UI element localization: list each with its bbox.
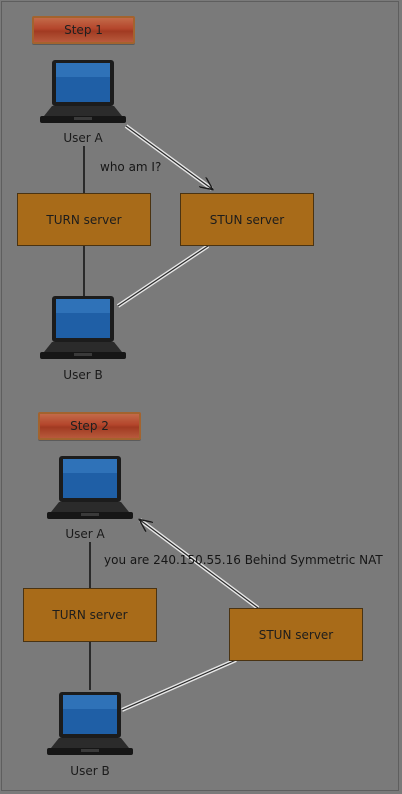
turn-server-label-step1: TURN server bbox=[46, 212, 122, 227]
stun-server-label-step2: STUN server bbox=[258, 627, 334, 642]
arrow-stun-to-usera-step2 bbox=[140, 518, 260, 610]
user-a-label-step2: User A bbox=[65, 527, 105, 541]
link-stun-userb-step1 bbox=[116, 244, 210, 308]
user-a-label-step1: User A bbox=[63, 131, 103, 145]
step2-title: Step 2 bbox=[70, 419, 109, 433]
who-am-i-message: who am I? bbox=[100, 160, 162, 174]
laptop-icon bbox=[45, 690, 135, 758]
laptop-icon bbox=[38, 294, 128, 362]
turn-server-step1: TURN server bbox=[17, 193, 151, 246]
arrow-usera-to-stun-step1 bbox=[124, 124, 212, 191]
step2-badge: Step 2 bbox=[38, 412, 141, 440]
nat-result-message: you are 240.150.55.16 Behind Symmetric N… bbox=[104, 553, 383, 567]
turn-server-label-step2: TURN server bbox=[52, 608, 128, 622]
step1-title: Step 1 bbox=[64, 23, 103, 37]
laptop-icon bbox=[45, 454, 135, 522]
user-b-label-step1: User B bbox=[63, 368, 103, 382]
user-b-label-step2: User B bbox=[70, 764, 110, 778]
stun-server-label-step1: STUN server bbox=[209, 212, 285, 227]
link-stun-userb-step2 bbox=[121, 658, 237, 712]
stun-server-step1: STUN server bbox=[180, 193, 314, 246]
step1-badge: Step 1 bbox=[32, 16, 135, 44]
stun-server-step2: STUN server bbox=[229, 608, 363, 661]
laptop-icon bbox=[38, 58, 128, 126]
turn-server-step2: TURN server bbox=[23, 588, 157, 642]
